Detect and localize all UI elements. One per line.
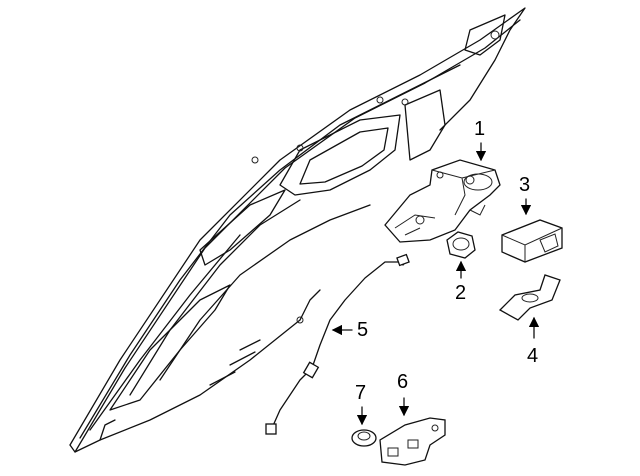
- latch-assembly: [384, 159, 501, 243]
- part-label-1: 1: [474, 118, 486, 140]
- grommet: [351, 429, 377, 447]
- striker-plate: [379, 417, 446, 466]
- bracket: [498, 274, 561, 321]
- part-label-7: 7: [355, 382, 367, 404]
- leader-arrows: [331, 142, 540, 426]
- switch-block: [501, 219, 563, 263]
- part-label-3: 3: [519, 174, 531, 196]
- hood-panel: [69, 7, 526, 453]
- part-label-6: 6: [397, 371, 409, 393]
- nut: [446, 231, 476, 259]
- part-label-5: 5: [357, 319, 369, 341]
- release-cable: [265, 253, 410, 435]
- part-label-2: 2: [455, 282, 467, 304]
- part-label-4: 4: [527, 345, 539, 367]
